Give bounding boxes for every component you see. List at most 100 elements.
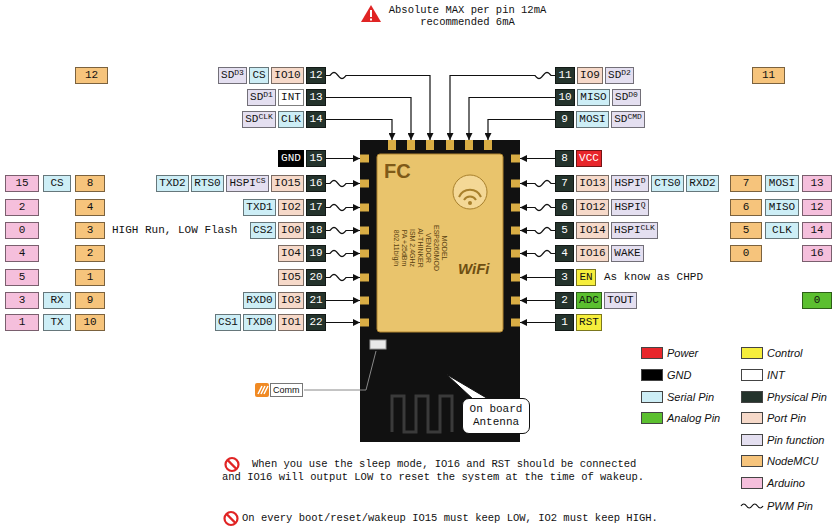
legend-swatch	[741, 455, 763, 467]
pin-text: IO0	[281, 224, 301, 236]
left-pads	[360, 155, 369, 327]
pin-wire	[326, 205, 360, 211]
legend-text: Analog Pin	[667, 411, 720, 425]
port-pin: IO12	[576, 199, 609, 216]
arduino-pin: 15	[5, 175, 39, 192]
pin-text: HSPI	[614, 201, 640, 213]
metal-shield	[377, 154, 503, 332]
wifi-circle	[453, 175, 487, 209]
physical-pin: 6	[555, 199, 574, 216]
port-pin: IO1	[278, 314, 304, 331]
pin-text: 11	[762, 69, 775, 81]
legend-text: Serial Pin	[667, 390, 714, 404]
pin-function: HSPID	[611, 175, 649, 192]
pad	[511, 180, 520, 188]
legend-swatch	[641, 347, 663, 359]
pin-text: HSPI	[229, 177, 255, 189]
comm-icon-body	[255, 383, 269, 397]
pin-wire	[520, 181, 555, 187]
pin-wire	[326, 181, 360, 187]
pin-text: IO13	[579, 177, 605, 189]
pin-text: IO4	[281, 247, 301, 259]
legend-item: Power	[641, 346, 736, 360]
pad	[446, 140, 454, 150]
pin-function: TOUT	[604, 292, 637, 309]
pin-text: RXD2	[689, 177, 715, 189]
pin-wire	[450, 73, 555, 141]
physical-pin: 18	[306, 222, 326, 239]
module-marking: PA +25dBm	[400, 213, 408, 283]
antenna-callout: On board Antenna	[462, 398, 530, 434]
usage-note: On every boot/reset/wakeup IO15 must kee…	[222, 512, 658, 525]
pin-text: 5	[743, 224, 750, 236]
serial-pin: RXD2	[686, 175, 719, 192]
pin-wire	[469, 98, 555, 141]
pin-text: HSPI	[614, 224, 640, 236]
pad	[511, 250, 520, 258]
serial-pin: TX	[43, 314, 71, 331]
pin-text: CS1	[218, 316, 238, 328]
port-pin: IO16	[576, 245, 609, 262]
pad	[511, 297, 520, 305]
legend-swatch	[741, 347, 763, 359]
serial-pin: RX	[43, 292, 71, 309]
pin-wire	[326, 322, 360, 323]
serial-pin: TXD1	[243, 199, 276, 216]
physical-pin: 7	[555, 175, 574, 192]
pin-text: 8	[87, 177, 94, 189]
module-marking: 802.11b/g/n	[392, 213, 400, 283]
pin-wire	[326, 251, 360, 257]
legend-text: Physical Pin	[767, 390, 827, 404]
warning-triangle	[361, 5, 381, 22]
pin-text: IO14	[579, 224, 605, 236]
pin-text: 20	[309, 271, 322, 283]
pin-text: 1	[561, 316, 568, 328]
pin-text: 12	[810, 201, 823, 213]
serial-pin: CLK	[765, 222, 799, 239]
no-sign-slash	[227, 460, 236, 469]
pad	[360, 319, 369, 327]
physical-pin: 2	[555, 292, 574, 309]
physical-pin: 20	[306, 269, 326, 286]
pin-function: SDD2	[605, 67, 634, 84]
legend-text: Power	[667, 346, 698, 360]
physical-pin: 9	[555, 111, 574, 128]
pin-superscript: Q	[641, 200, 646, 209]
usage-note: When you use the sleep mode, IO16 and RS…	[222, 458, 652, 484]
pin-text: SD	[250, 91, 263, 103]
legend-swatch	[641, 412, 663, 424]
pin-function: SDD0	[612, 89, 641, 106]
pin-text: IO3	[281, 294, 301, 306]
pin-function: SDCMD	[611, 111, 645, 128]
nodemcu-pin: 1	[75, 269, 105, 286]
pin-text: CLK	[772, 224, 792, 236]
pin-text: 6	[743, 201, 750, 213]
pin-text: IO1	[281, 316, 301, 328]
wire-group	[326, 73, 555, 323]
pin-function: HSPIQ	[611, 199, 649, 216]
pin-text: MISO	[580, 91, 606, 103]
nodemcu-pin: 7	[730, 175, 762, 192]
legend-swatch	[641, 369, 663, 381]
pin-superscript: D2	[621, 68, 631, 77]
pin-text: 12	[309, 69, 322, 81]
comm-icon	[255, 383, 269, 397]
legend-swatch	[741, 369, 763, 381]
pin-text: 8	[561, 152, 568, 164]
serial-pin: CLK	[278, 111, 304, 128]
arduino-pin: 12	[802, 199, 832, 216]
arduino-pin: 5	[5, 269, 39, 286]
legend-swatch	[741, 434, 763, 446]
legend-item: NodeMCU	[741, 454, 836, 468]
pin-text: 4	[561, 247, 568, 259]
legend-item: Port Pin	[741, 411, 836, 425]
leader-line	[304, 351, 376, 390]
ground-pin: GND	[278, 150, 304, 167]
pad	[360, 250, 369, 258]
serial-pin: MOSI	[576, 111, 609, 128]
pin-text: IO9	[580, 69, 600, 81]
analog-pin: 0	[802, 292, 832, 309]
pin-text: 3	[561, 271, 568, 283]
pin-text: TXD1	[246, 201, 272, 213]
control-pin: EN	[576, 269, 596, 286]
